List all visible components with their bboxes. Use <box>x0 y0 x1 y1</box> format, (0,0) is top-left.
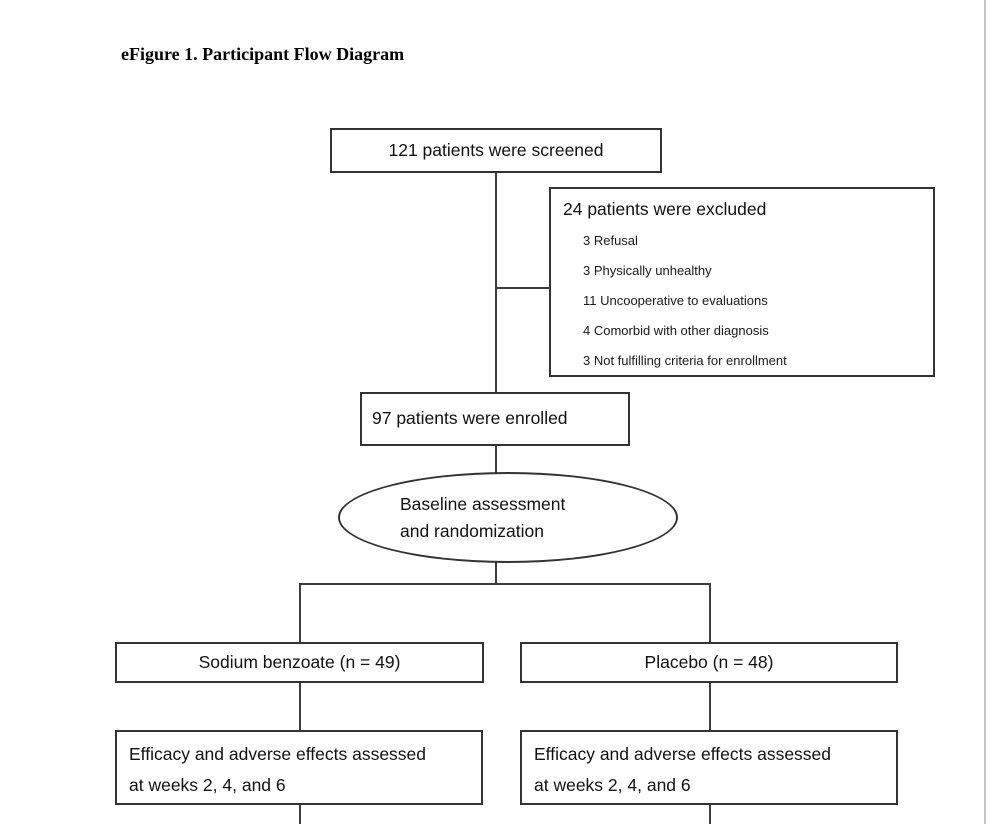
connector-sodium-to-assessment <box>299 681 301 732</box>
connector-enrolled-to-randomization <box>495 444 497 474</box>
excluded-reason-item: 11 Uncooperative to evaluations <box>583 293 768 308</box>
ellipse-randomization: Baseline assessment and randomization <box>338 472 678 563</box>
excluded-header: 24 patients were excluded <box>563 199 767 219</box>
connector-branch-excluded <box>496 287 551 289</box>
randomization-text: Baseline assessment and randomization <box>400 491 565 545</box>
excluded-reasons-list: 3 Refusal 3 Physically unhealthy 11 Unco… <box>583 226 921 376</box>
excluded-reason-item: 3 Refusal <box>583 233 638 248</box>
box-assessment-sodium: Efficacy and adverse effects assessed at… <box>115 730 483 805</box>
screened-label: 121 patients were screened <box>388 139 604 160</box>
connector-left-continued <box>299 803 301 824</box>
assessment-placebo-line1: Efficacy and adverse effects assessed <box>534 744 832 764</box>
box-arm-placebo: Placebo (n = 48) <box>520 642 898 683</box>
box-arm-sodium-benzoate: Sodium benzoate (n = 49) <box>115 642 484 683</box>
page-right-edge <box>984 0 986 824</box>
arm-sodium-label: Sodium benzoate (n = 49) <box>198 651 401 672</box>
box-excluded: 24 patients were excluded 3 Refusal 3 Ph… <box>549 187 935 377</box>
excluded-reason-item: 3 Physically unhealthy <box>583 263 712 278</box>
assessment-sodium-line2: at weeks 2, 4, and 6 <box>129 775 286 795</box>
connector-split-to-placebo <box>709 583 711 644</box>
connector-right-continued <box>709 803 711 824</box>
figure-title: eFigure 1. Participant Flow Diagram <box>121 44 405 64</box>
assessment-sodium-line1: Efficacy and adverse effects assessed <box>129 744 427 764</box>
connector-screened-to-enrolled <box>495 171 497 394</box>
box-enrolled: 97 patients were enrolled <box>360 392 630 446</box>
connector-split-horizontal <box>299 583 711 585</box>
box-assessment-placebo: Efficacy and adverse effects assessed at… <box>520 730 898 805</box>
excluded-reason-item: 4 Comorbid with other diagnosis <box>583 323 769 338</box>
assessment-placebo-line2: at weeks 2, 4, and 6 <box>534 775 691 795</box>
arm-placebo-label: Placebo (n = 48) <box>644 651 774 672</box>
enrolled-label: 97 patients were enrolled <box>372 408 568 429</box>
randomization-line2: and randomization <box>400 520 544 541</box>
randomization-line1: Baseline assessment <box>400 493 566 514</box>
excluded-reason-item: 3 Not fulfilling criteria for enrollment <box>583 353 787 368</box>
connector-placebo-to-assessment <box>709 681 711 732</box>
connector-split-to-sodium <box>299 583 301 644</box>
connector-randomization-to-split <box>495 560 497 585</box>
box-screened: 121 patients were screened <box>330 128 662 173</box>
